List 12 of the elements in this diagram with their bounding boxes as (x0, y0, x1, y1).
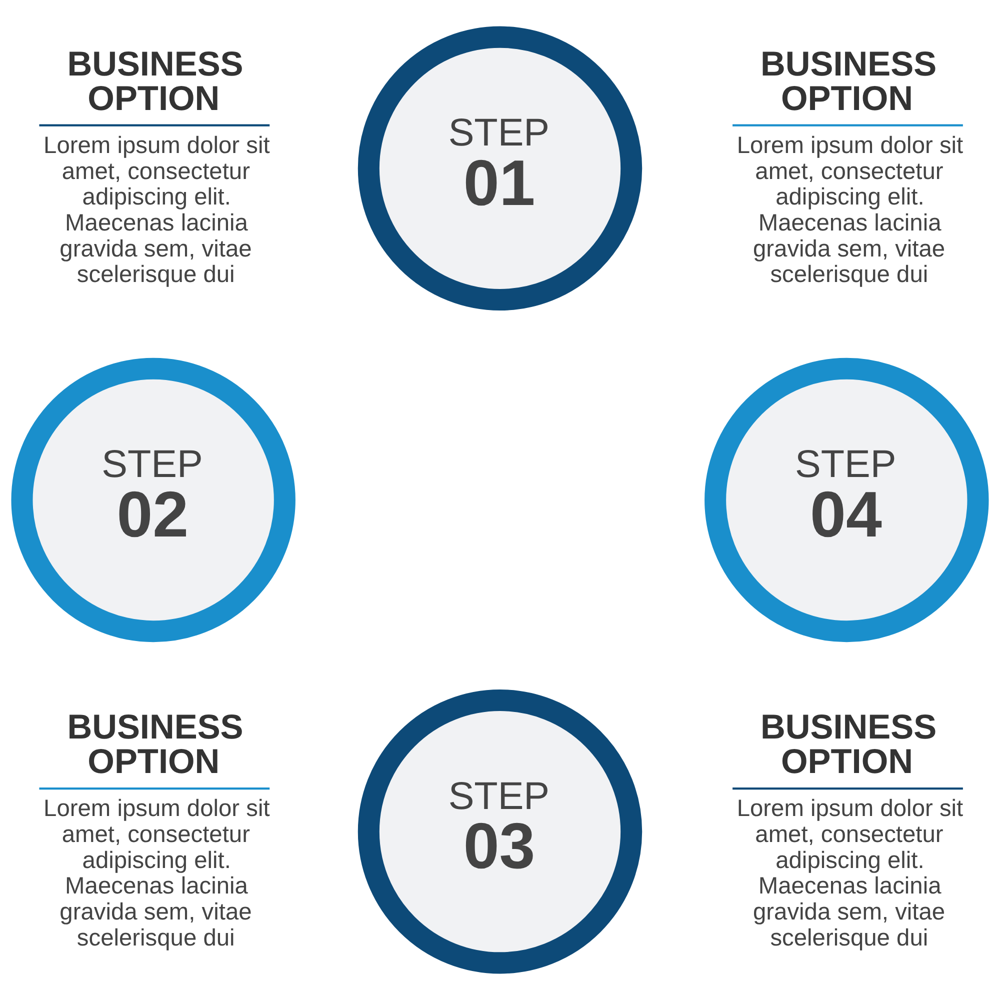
node-circle: STEP 03 (358, 689, 642, 974)
node-label: Lorem ipsum dolor sit amet, consectetur adipiscing elit. Maecenas lacinia gravida sem, vitae scelerisque dui (44, 132, 270, 288)
node-circle: STEP 02 (11, 358, 296, 642)
node-label: BUSINESS OPTION (760, 708, 937, 782)
node-label: BUSINESS OPTION (760, 45, 937, 118)
node-circle: STEP 04 (704, 358, 989, 642)
node-label: BUSINESS OPTION (67, 45, 244, 118)
node-circle: STEP 01 (358, 26, 642, 311)
node-label: Lorem ipsum dolor sit amet, consectetur adipiscing elit. Maecenas lacinia gravida sem, vitae scelerisque dui (44, 796, 270, 952)
node-label: Lorem ipsum dolor sit amet, consectetur adipiscing elit. Maecenas lacinia gravida sem, vitae scelerisque dui (736, 796, 964, 952)
node-label: BUSINESS OPTION (67, 708, 244, 782)
node-label: Lorem ipsum dolor sit amet, consectetur adipiscing elit. Maecenas lacinia gravida sem, vitae scelerisque dui (736, 132, 964, 288)
